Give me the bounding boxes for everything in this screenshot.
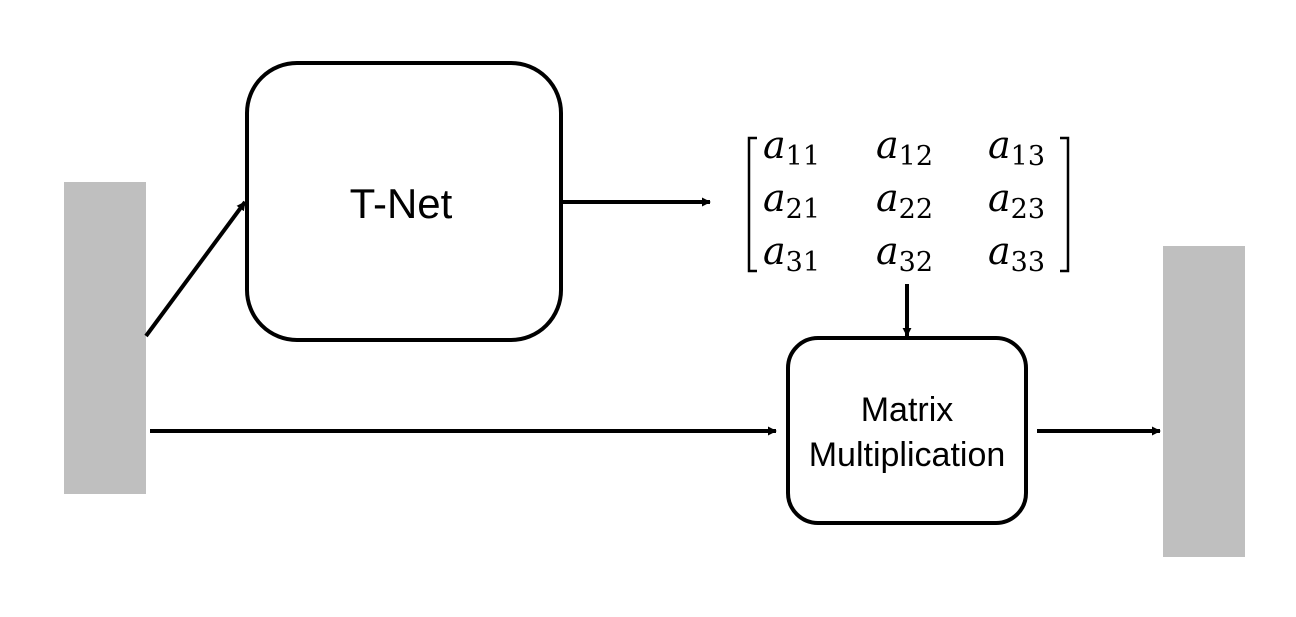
- matrix-entry-21: a21: [763, 176, 820, 225]
- matrix-entry-subscript: 31: [786, 247, 820, 278]
- matrix-entry-23: a23: [988, 176, 1045, 225]
- tnet-box: [245, 61, 563, 342]
- matmul-node: Matrix Multiplication: [786, 336, 1028, 525]
- matrix-entry-subscript: 12: [899, 141, 933, 172]
- matrix-right-bracket: [1060, 136, 1070, 273]
- matrix-entry-subscript: 11: [786, 141, 820, 172]
- tnet-label: T-Net: [350, 180, 453, 227]
- matmul-label-line1: Matrix: [861, 391, 954, 429]
- matrix-entry-subscript: 32: [899, 247, 933, 278]
- transform-matrix: a11 a12 a13 a21 a22 a23 a31 a32 a33: [763, 123, 1045, 278]
- matrix-entry-12: a12: [876, 123, 933, 172]
- input-feature-block: [64, 182, 146, 494]
- matmul-label-line2: Multiplication: [809, 436, 1006, 474]
- matrix-entry-subscript: 21: [786, 194, 820, 225]
- matrix-entry-subscript: 33: [1011, 247, 1045, 278]
- arrow-input-to-tnet: [144, 200, 247, 338]
- matrix-entry-22: a22: [876, 176, 933, 225]
- output-feature-block: [1163, 246, 1245, 557]
- tnet-node: T-Net: [245, 61, 563, 342]
- matrix-entry-subscript: 13: [1011, 141, 1045, 172]
- matrix-entry-32: a32: [876, 229, 933, 278]
- matrix-left-bracket: [747, 136, 757, 273]
- matrix-entry-31: a31: [763, 229, 820, 278]
- matrix-entry-13: a13: [988, 123, 1045, 172]
- matrix-entry-subscript: 23: [1011, 194, 1045, 225]
- matmul-box: [786, 336, 1028, 525]
- matrix-entry-11: a11: [763, 123, 820, 172]
- matrix-entry-subscript: 22: [899, 194, 933, 225]
- matrix-entry-33: a33: [988, 229, 1045, 278]
